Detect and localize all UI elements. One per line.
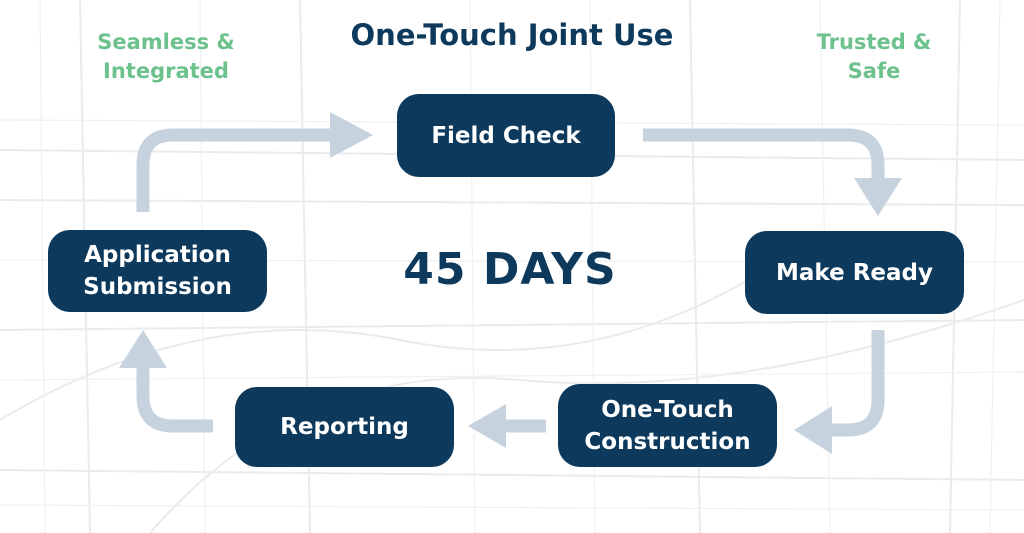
arrowhead-to-makeready <box>854 178 902 216</box>
step-field-check[interactable]: Field Check <box>397 94 615 177</box>
tagline-right: Trusted & Safe <box>816 30 932 83</box>
arrowhead-to-onetouch <box>794 406 832 454</box>
diagram-title: One-Touch Joint Use <box>350 18 674 52</box>
arrowhead-to-reporting <box>468 404 506 448</box>
step-one-touch-construction[interactable]: One-Touch Construction <box>558 384 777 467</box>
step-reporting[interactable]: Reporting <box>235 387 454 467</box>
tagline-left: Seamless & Integrated <box>97 30 235 83</box>
arrow-application-to-fieldcheck <box>136 128 330 212</box>
arrow-makeready-to-onetouch <box>832 330 885 437</box>
center-duration-label: 45 DAYS <box>403 244 617 295</box>
arrowhead-to-application <box>119 330 167 368</box>
arrow-reporting-to-application <box>136 368 213 433</box>
arrow-fieldcheck-to-makeready <box>643 128 885 178</box>
arrowhead-to-fieldcheck <box>330 112 373 158</box>
step-application-submission[interactable]: Application Submission <box>48 230 267 312</box>
step-make-ready[interactable]: Make Ready <box>745 231 964 314</box>
